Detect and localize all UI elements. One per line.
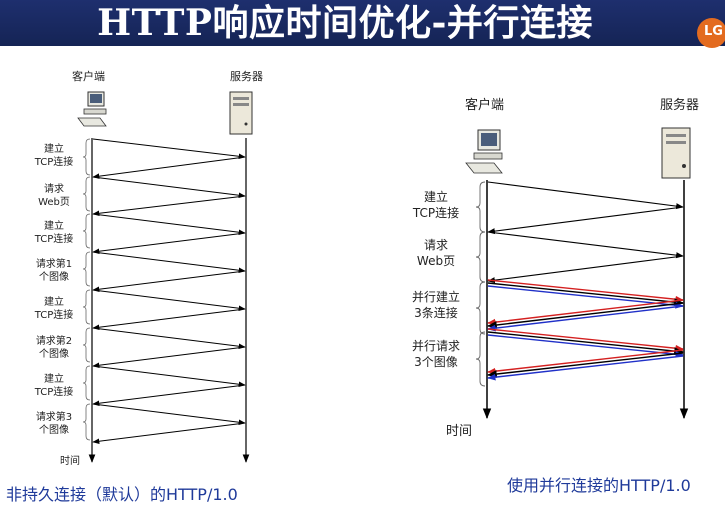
right-server-label: 服务器: [660, 98, 700, 113]
left-braces: [82, 138, 91, 441]
left-server-icon: [229, 91, 253, 135]
right-parallel-request-arrows: [487, 328, 684, 381]
left-client-label: 客户端: [72, 70, 105, 83]
left-messages: [92, 138, 246, 444]
title-banner: HTTP响应时间优化-并行连接 LG: [0, 0, 725, 48]
logo-text: LG: [704, 24, 723, 39]
right-braces: [475, 181, 486, 387]
logo-icon: LG: [697, 18, 725, 48]
left-server-label: 服务器: [230, 70, 263, 83]
left-caption: 非持久连接（默认）的HTTP/1.0: [6, 485, 238, 504]
slide-title: HTTP响应时间优化-并行连接: [97, 2, 593, 44]
right-client-label: 客户端: [465, 98, 505, 113]
right-time-label: 时间: [446, 424, 473, 439]
right-caption: 使用并行连接的HTTP/1.0: [507, 476, 691, 495]
left-client-computer-icon: [77, 91, 107, 127]
right-serial-messages: [487, 181, 684, 284]
right-client-computer-icon: [465, 129, 503, 174]
right-server-icon: [661, 127, 691, 179]
left-time-label: 时间: [60, 456, 80, 467]
right-parallel-connect-arrows: [487, 279, 684, 332]
